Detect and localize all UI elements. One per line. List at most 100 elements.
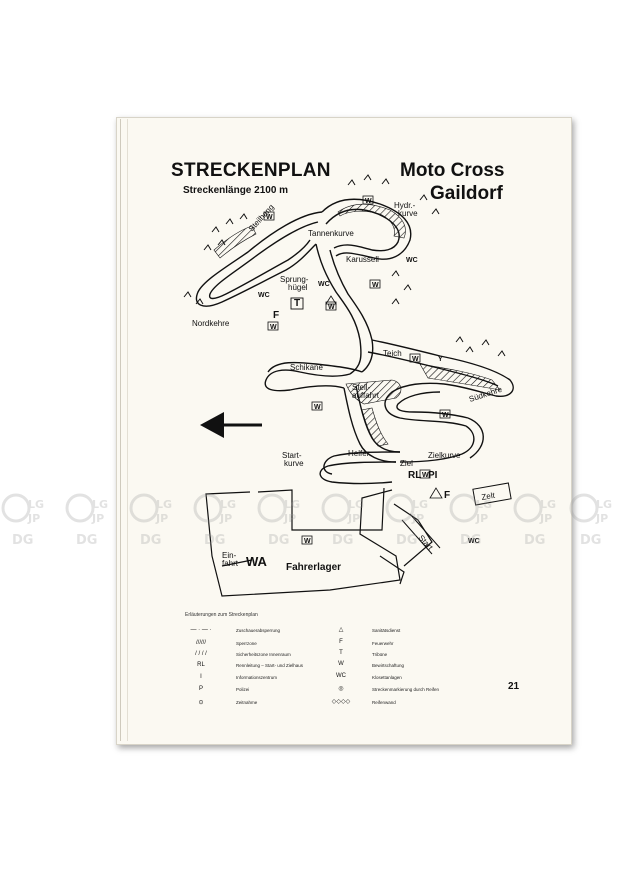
legend-text: Zeitnahme — [236, 700, 258, 705]
svg-text:LG: LG — [92, 498, 108, 511]
label-schikane: Schikane — [290, 363, 323, 372]
watermark-tile: LG JP DG — [64, 492, 120, 550]
wm-line3: DG — [12, 533, 33, 548]
svg-text:JP: JP — [475, 512, 488, 525]
legend-symbol: P — [198, 686, 203, 692]
svg-text:JP: JP — [155, 512, 168, 525]
label-tannenkurve: Tannenkurve — [308, 229, 354, 238]
svg-text:DG: DG — [580, 533, 601, 548]
label-fahrerlager: Fahrerlager — [286, 562, 341, 573]
label-steilauffahrt-2: auffahrt — [352, 391, 380, 400]
label-sprunghuegel-2: hügel — [288, 283, 308, 292]
track-length: Streckenlänge 2100 m — [183, 185, 289, 196]
label-t-stand: T — [294, 298, 300, 309]
svg-text:DG: DG — [204, 533, 225, 548]
svg-text:LG: LG — [540, 498, 556, 511]
svg-text:JP: JP — [91, 512, 104, 525]
marker-w: W — [270, 324, 277, 331]
label-teich: Teich — [383, 349, 402, 358]
plan-title: STRECKENPLAN — [171, 160, 331, 181]
legend-text: Tribüne — [372, 652, 388, 657]
label-wa: WA — [246, 554, 268, 569]
svg-text:LG: LG — [596, 498, 612, 511]
label-zelt: Zelt — [481, 491, 496, 502]
svg-text:DG: DG — [524, 533, 545, 548]
legend-text: Informationszentrum — [236, 675, 278, 680]
svg-text:JP: JP — [539, 512, 552, 525]
svg-text:LG: LG — [220, 498, 236, 511]
marker-w: W — [314, 404, 321, 411]
label-hydr-kurve-2: kurve — [398, 209, 418, 218]
track-outline — [195, 198, 514, 485]
legend-text: Sicherheitszone Innenraum — [236, 652, 291, 657]
event-name-line2: Gaildorf — [430, 183, 503, 204]
svg-text:DG: DG — [396, 533, 417, 548]
marker-w: W — [442, 412, 449, 419]
svg-text:JP: JP — [283, 512, 296, 525]
svg-text:DG: DG — [460, 533, 481, 548]
svg-text:JP: JP — [347, 512, 360, 525]
label-helfer: Helfer — [348, 449, 370, 458]
marker-w: W — [372, 282, 379, 289]
legend-text: Zuschauerabsperrung — [236, 628, 281, 633]
svg-text:LG: LG — [476, 498, 492, 511]
event-name-line1: Moto Cross — [400, 160, 505, 181]
label-einfahrt-1: Ein- — [222, 551, 237, 560]
legend-text: Sperrzone — [236, 641, 257, 646]
legend-symbol: W — [338, 661, 344, 667]
legend-symbol: △ — [338, 627, 344, 633]
first-aid-marker-2 — [429, 487, 443, 499]
svg-text:JP: JP — [595, 512, 608, 525]
svg-text:LG: LG — [156, 498, 172, 511]
label-hydr-kurve-1: Hydr.- — [394, 201, 416, 210]
hatched-zones — [213, 203, 501, 447]
legend-text: Sanitätsdienst — [372, 628, 401, 633]
watermark-tile: LG JP DG — [320, 492, 376, 550]
marker-w: W — [266, 214, 273, 221]
marker-wc: WC — [406, 257, 418, 264]
facility-markers: W W WC WC W W W Y W W W W WC WC W — [258, 195, 480, 545]
label-einfahrt-2: fahrt — [222, 559, 239, 568]
terrain-marks — [183, 174, 506, 357]
page-number: 21 — [508, 681, 520, 692]
marker-w: W — [304, 538, 311, 545]
page-edge — [120, 119, 128, 741]
watermark-tile: LG JP DG — [192, 492, 248, 550]
zelt-box — [472, 482, 512, 506]
marker-w: W — [328, 304, 335, 311]
watermark-tile: LG JP DG — [568, 492, 624, 550]
svg-text:DG: DG — [332, 533, 353, 548]
wm-line2: JP — [27, 512, 40, 525]
marker-wc: WC — [318, 281, 330, 288]
document-page — [116, 117, 572, 745]
marker-wc: WC — [258, 292, 270, 299]
svg-text:JP: JP — [219, 512, 232, 525]
label-steilauffahrt-1: Steil- — [352, 383, 371, 392]
label-f-fire-2: F — [444, 490, 450, 501]
svg-text:DG: DG — [268, 533, 289, 548]
marker-wc: WC — [468, 538, 480, 545]
watermark-tile: LG JP DG — [512, 492, 568, 550]
label-rl: RL — [408, 470, 421, 481]
svg-text:LG: LG — [348, 498, 364, 511]
watermark-tile: LG JP DG — [448, 492, 504, 550]
legend-symbol: ◎ — [338, 686, 344, 692]
legend-text: Polizei — [236, 687, 250, 692]
svg-text:LG: LG — [284, 498, 300, 511]
watermark-tile: LG JP DG — [128, 492, 184, 550]
label-ziel: Ziel — [400, 459, 413, 468]
legend-symbol: / / / / — [195, 651, 207, 657]
legend-symbol: RL — [197, 662, 205, 668]
legend-text: Rennleitung – Start- und Zielhaus — [236, 663, 304, 668]
legend-symbol: F — [339, 639, 343, 645]
legend-symbol: ////// — [195, 640, 206, 646]
legend-title: Erläuterungen zum Streckenplan — [185, 612, 258, 618]
wm-line1: LG — [28, 498, 44, 511]
svg-text:JP: JP — [411, 512, 424, 525]
watermark-tile: LG JP DG — [256, 492, 312, 550]
marker-w: W — [412, 356, 419, 363]
svg-text:LG: LG — [412, 498, 428, 511]
label-sprunghuegel-1: Sprung- — [280, 275, 309, 284]
watermark-tile: LG JP DG — [384, 492, 440, 550]
